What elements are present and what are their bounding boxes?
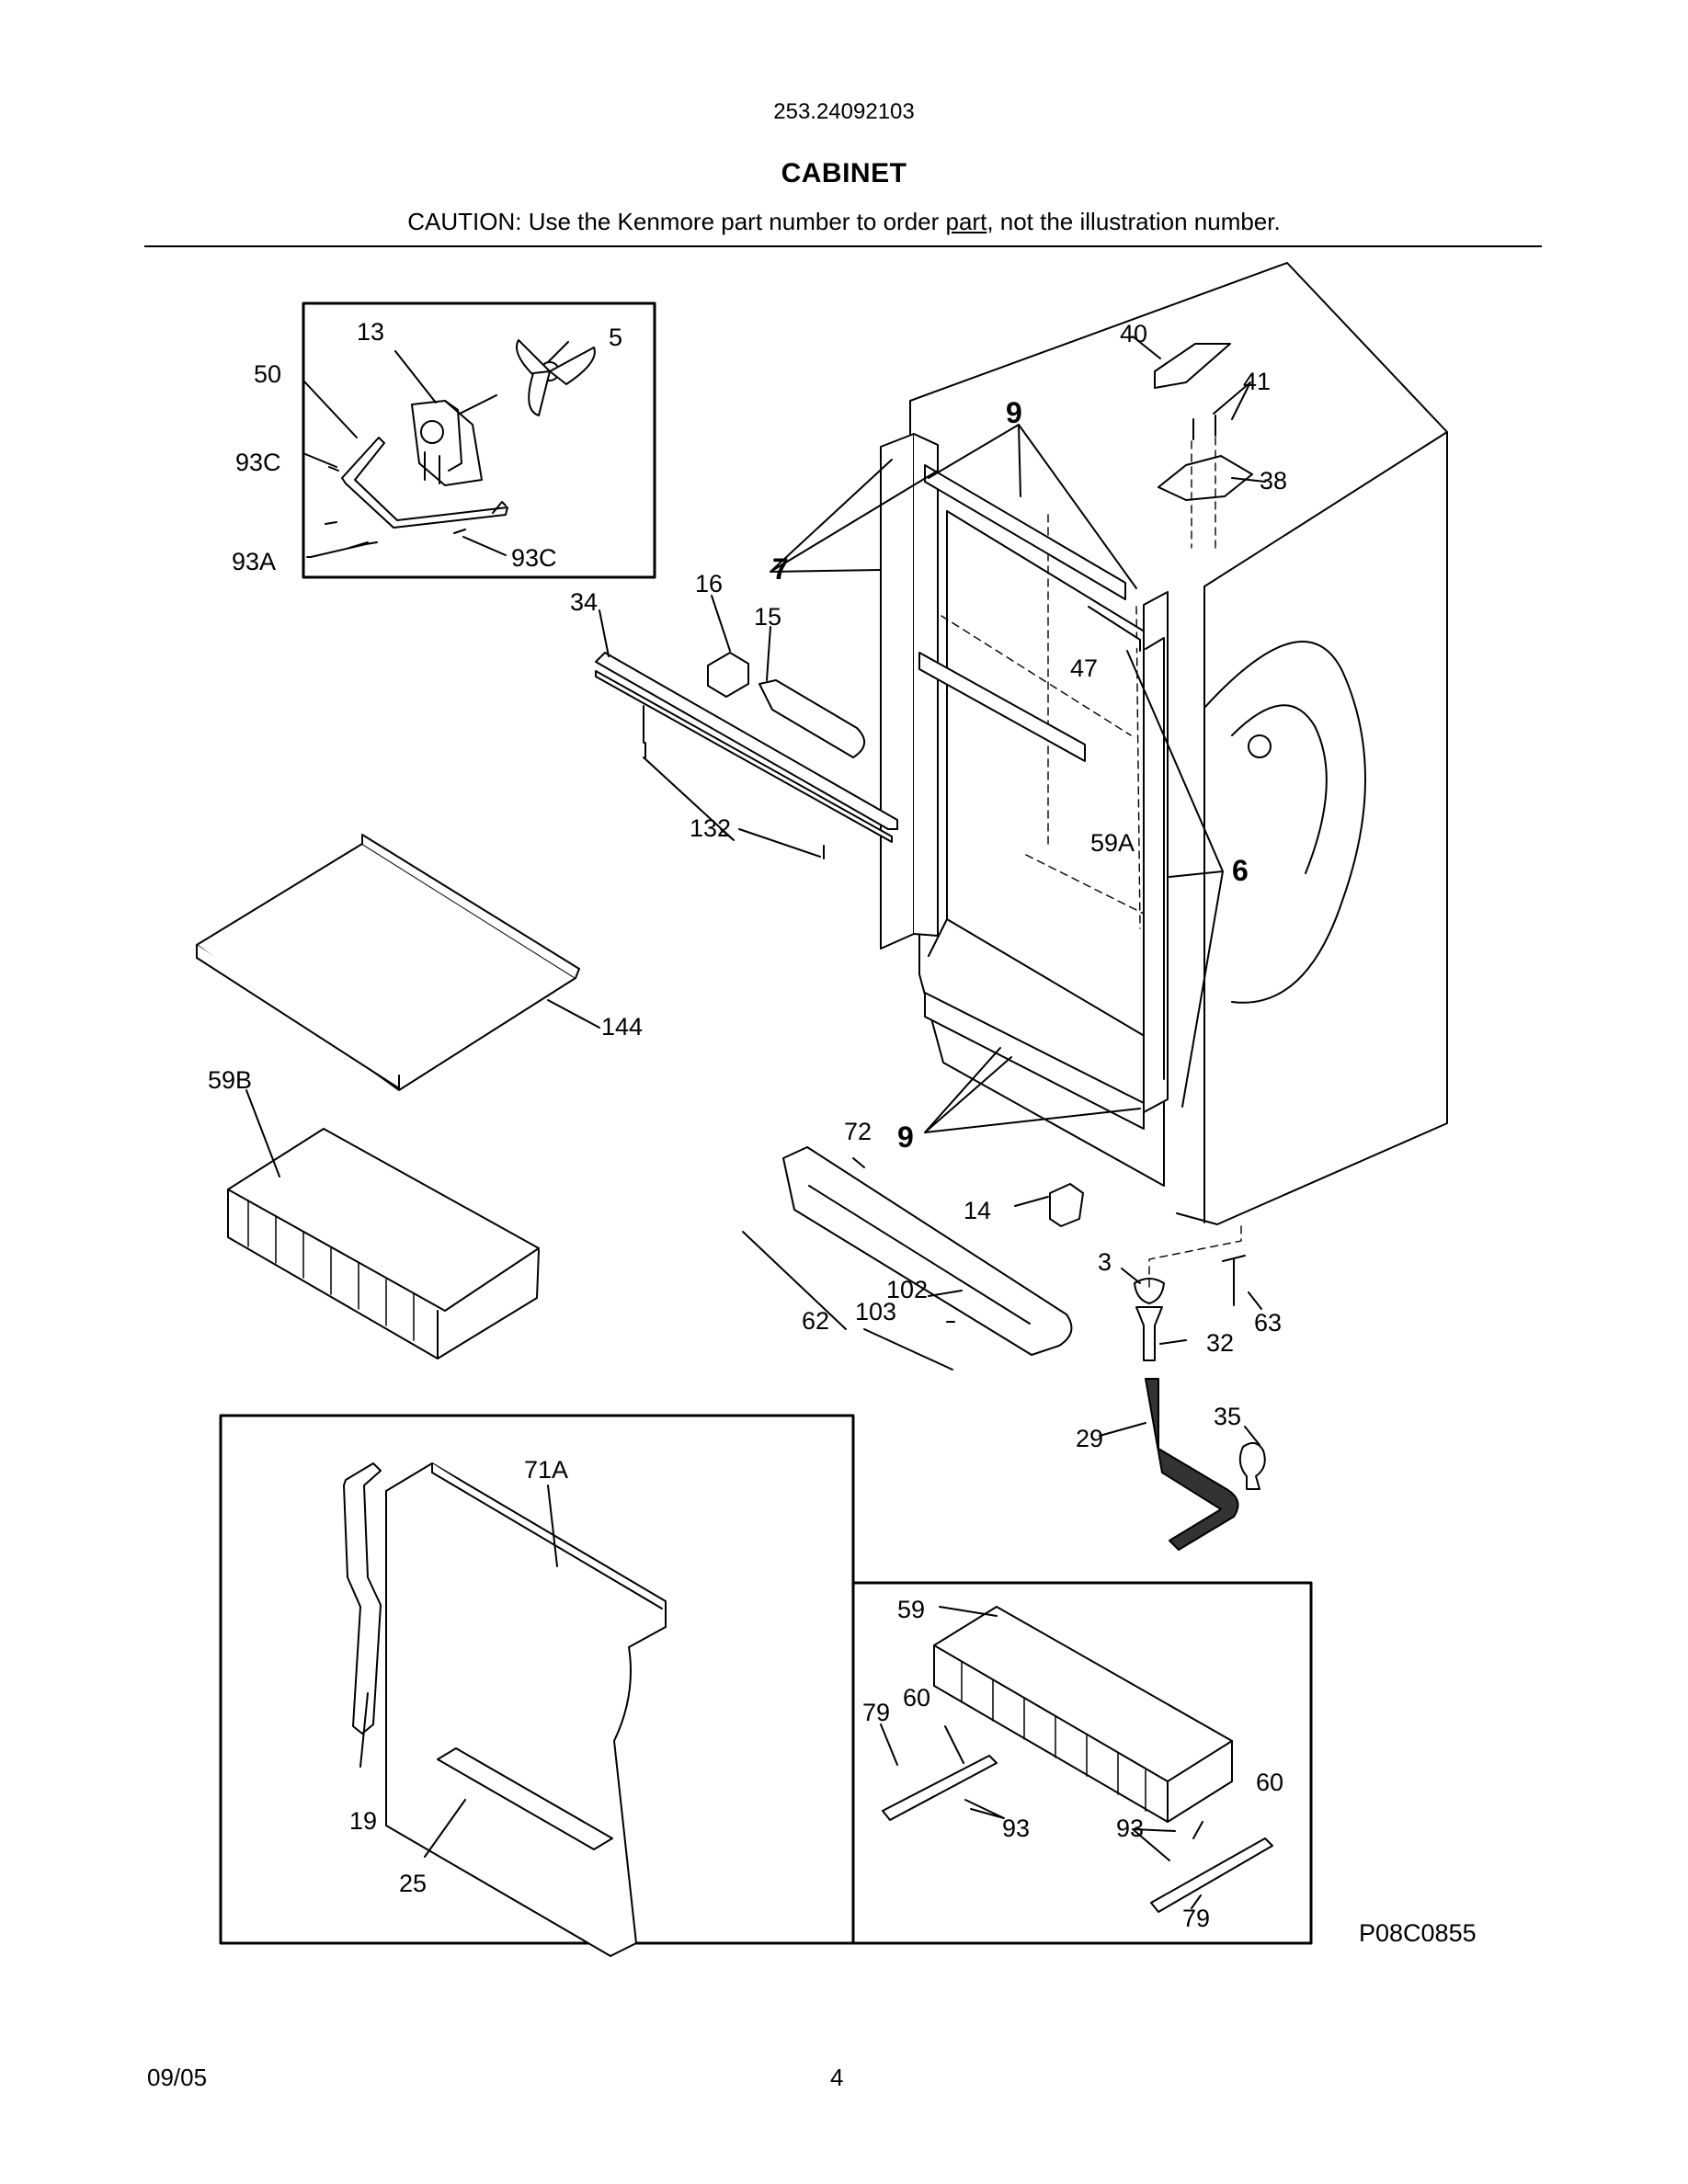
callout-32: 32: [1206, 1329, 1234, 1357]
callout-7: 7: [772, 552, 789, 586]
leveling-leg-drawing: [1134, 1255, 1266, 1551]
fan-motor-drawing: [411, 394, 497, 486]
callout-5: 5: [609, 324, 622, 351]
basket-inset-box: [851, 1581, 1313, 1945]
basket-59-drawing: [933, 1606, 1233, 1823]
fan-bracket-drawing: [341, 437, 508, 529]
callout-93c-bottom: 93C: [511, 544, 557, 572]
evaporator-bar-drawing: [595, 652, 898, 843]
light-socket-drawing: [707, 652, 865, 758]
callout-labels: 13 5 50 93C 93A 93C 40 41 9 38 7 16 15 3…: [208, 318, 1477, 1947]
callout-9-bottom: 9: [897, 1120, 914, 1154]
callout-62: 62: [802, 1307, 829, 1335]
fan-blade-drawing: [516, 339, 596, 416]
callout-132: 132: [690, 814, 731, 842]
callout-72: 72: [844, 1118, 872, 1145]
callout-13: 13: [357, 318, 384, 346]
callout-103: 103: [855, 1298, 896, 1325]
caution-prefix: CAUTION: Use the Kenmore part number to …: [407, 208, 946, 235]
callout-40: 40: [1120, 320, 1147, 347]
callout-60-left: 60: [903, 1684, 930, 1712]
section-title: CABINET: [781, 158, 907, 188]
footer-page-number: 4: [830, 2064, 844, 2091]
callout-71a: 71A: [524, 1456, 568, 1484]
rear-panel-drawing: [385, 1462, 667, 1957]
callout-79-right: 79: [1182, 1905, 1210, 1932]
callout-59: 59: [897, 1596, 925, 1623]
callout-38: 38: [1260, 467, 1287, 495]
shelf-drawing: [196, 834, 580, 1091]
caution-underlined-word: part: [945, 208, 987, 235]
callout-9-top: 9: [1006, 396, 1022, 429]
callout-79-left: 79: [862, 1699, 890, 1726]
callout-34: 34: [570, 588, 598, 616]
header-rule: [144, 245, 1542, 247]
callout-15: 15: [754, 603, 781, 631]
breaker-strip-drawing: [880, 433, 1169, 1130]
callout-59a: 59A: [1090, 829, 1135, 857]
callout-41: 41: [1243, 368, 1271, 395]
callout-16: 16: [695, 570, 723, 597]
callout-35: 35: [1214, 1403, 1241, 1430]
callout-102: 102: [886, 1276, 928, 1303]
seal-strip-drawing: [343, 1462, 382, 1735]
fan-motor-inset-box: [302, 301, 656, 579]
callout-93c-top: 93C: [235, 449, 281, 476]
callout-47: 47: [1070, 654, 1098, 682]
callout-59b: 59B: [208, 1066, 252, 1094]
callout-93-right: 93: [1116, 1814, 1144, 1842]
caution-note: CAUTION: Use the Kenmore part number to …: [0, 208, 1688, 236]
drawing-id: P08C0855: [1359, 1919, 1477, 1947]
base-grille-drawing: [782, 1146, 1084, 1356]
basket-slides-drawing: [882, 1755, 1273, 1913]
callout-50: 50: [254, 360, 281, 388]
callout-14: 14: [964, 1197, 991, 1224]
model-number: 253.24092103: [773, 99, 915, 124]
callout-60-right: 60: [1256, 1769, 1283, 1796]
callout-25: 25: [399, 1870, 427, 1897]
fan-screws: [325, 466, 466, 545]
callout-6: 6: [1232, 854, 1249, 887]
callout-29: 29: [1076, 1425, 1103, 1452]
callout-144: 144: [601, 1013, 643, 1041]
callout-63: 63: [1254, 1309, 1282, 1337]
basket-59b-drawing: [227, 1128, 540, 1359]
caution-suffix: , not the illustration number.: [987, 208, 1281, 235]
footer-date: 09/05: [147, 2064, 208, 2091]
callout-93a: 93A: [232, 548, 276, 575]
callout-19: 19: [349, 1807, 377, 1835]
cabinet-body-drawing: [909, 262, 1448, 1225]
callout-93-left: 93: [1002, 1814, 1030, 1842]
callout-3: 3: [1098, 1248, 1112, 1276]
top-hinge-drawing: [1154, 343, 1253, 501]
